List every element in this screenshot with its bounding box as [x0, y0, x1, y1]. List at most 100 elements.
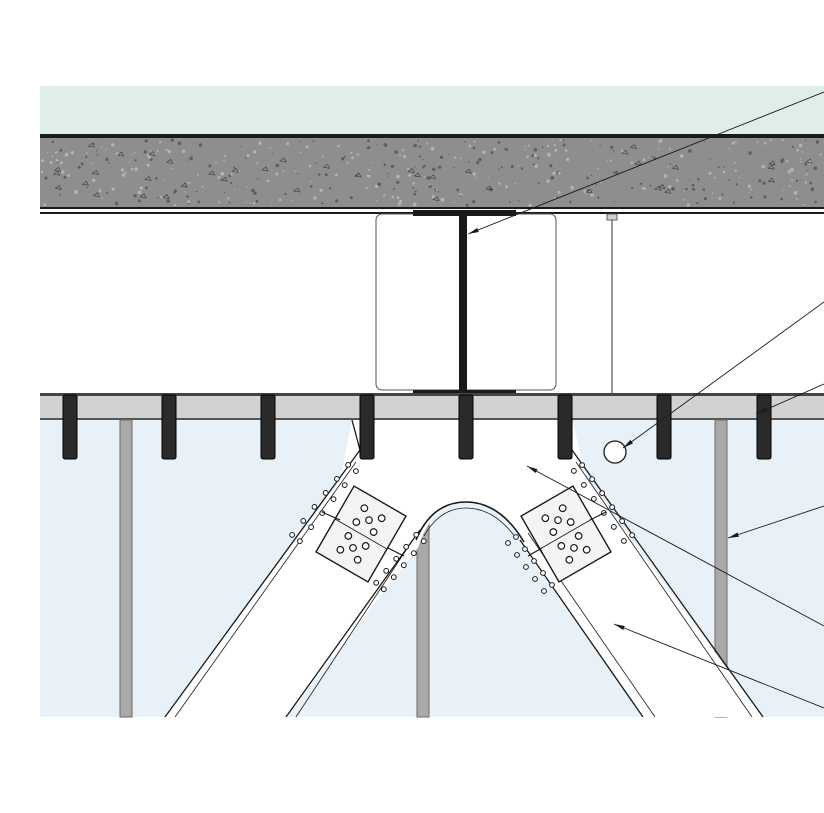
concrete-speck	[804, 181, 807, 184]
concrete-speck	[133, 194, 137, 198]
concrete-speck	[91, 170, 99, 175]
concrete-speck	[70, 151, 75, 155]
concrete-speck	[803, 204, 805, 206]
bolt-circle-icon	[619, 518, 625, 524]
concrete-speck	[160, 195, 163, 199]
concrete-speck	[233, 166, 235, 169]
concrete-speck	[159, 141, 162, 144]
bolt-circle-icon	[369, 528, 378, 536]
concrete-speck	[517, 200, 520, 202]
concrete-speck	[440, 197, 445, 202]
concrete-speck	[399, 199, 403, 203]
concrete-speck	[780, 160, 784, 164]
circle-pendant-icon	[603, 440, 627, 464]
bolt-circle-icon	[341, 482, 348, 489]
concrete-speck	[368, 168, 371, 171]
concrete-speck	[448, 154, 450, 156]
concrete-speck	[252, 202, 256, 205]
concrete-speck	[782, 139, 784, 142]
concrete-aggregate	[40, 138, 822, 208]
concrete-speck	[157, 197, 159, 199]
concrete-speck	[796, 198, 799, 200]
concrete-speck	[696, 201, 699, 205]
bolt-circle-icon	[345, 462, 352, 468]
concrete-speck	[418, 145, 421, 149]
concrete-speck	[173, 203, 177, 207]
concrete-speck	[139, 186, 143, 190]
concrete-speck	[505, 148, 509, 151]
concrete-speck	[356, 153, 359, 156]
concrete-speck	[426, 176, 431, 180]
concrete-speck	[310, 180, 312, 183]
concrete-slab	[40, 134, 824, 214]
concrete-speck	[517, 164, 519, 167]
concrete-speck	[40, 159, 44, 163]
concrete-speck	[228, 201, 231, 204]
bolt-circle-icon	[413, 531, 420, 538]
concrete-speck	[144, 175, 152, 181]
concrete-speck	[63, 175, 67, 179]
concrete-speck	[472, 172, 476, 176]
concrete-speck	[53, 166, 61, 172]
bolt-circle-icon	[373, 579, 380, 586]
concrete-speck	[189, 156, 193, 161]
concrete-speck	[324, 173, 328, 177]
concrete-speck	[805, 173, 808, 176]
concrete-speck	[55, 159, 59, 162]
concrete-speck	[390, 164, 395, 168]
ceiling-hanger	[458, 394, 474, 460]
concrete-speck	[667, 166, 669, 168]
concrete-speck	[233, 189, 236, 191]
ceiling-hanger	[260, 394, 276, 460]
concrete-speck	[671, 187, 675, 191]
concrete-speck	[815, 140, 820, 144]
concrete-speck	[597, 196, 600, 199]
concrete-speck	[383, 163, 387, 167]
concrete-speck	[782, 189, 784, 191]
concrete-speck	[819, 153, 822, 156]
concrete-speck	[230, 181, 233, 185]
concrete-speck	[321, 202, 324, 205]
concrete-speck	[814, 200, 817, 204]
concrete-speck	[180, 182, 188, 188]
concrete-speck	[493, 147, 496, 150]
gusset-tie	[527, 547, 543, 557]
concrete-speck	[671, 164, 679, 170]
concrete-speck	[300, 151, 302, 154]
concrete-speck	[533, 147, 538, 152]
concrete-speck	[198, 143, 203, 147]
concrete-speck	[612, 149, 615, 152]
concrete-speck	[641, 187, 644, 189]
concrete-speck	[702, 188, 705, 191]
concrete-speck	[473, 140, 476, 143]
concrete-speck	[148, 151, 156, 156]
concrete-speck	[413, 143, 418, 148]
concrete-speck	[668, 185, 672, 189]
ceiling-track	[40, 393, 824, 420]
concrete-speck	[220, 171, 225, 176]
concrete-speck	[417, 139, 419, 142]
bolt-circle-icon	[365, 516, 373, 525]
concrete-speck	[286, 142, 290, 146]
concrete-speck	[498, 168, 500, 170]
concrete-speck	[423, 176, 426, 178]
concrete-speck	[711, 192, 714, 194]
concrete-speck	[734, 141, 737, 143]
concrete-speck	[438, 165, 442, 169]
concrete-speck	[428, 184, 432, 188]
concrete-speck	[217, 175, 221, 179]
concrete-speck	[290, 199, 293, 202]
concrete-speck	[609, 159, 612, 162]
concrete-speck	[799, 161, 802, 163]
concrete-speck	[691, 183, 695, 187]
concrete-speck	[162, 194, 170, 200]
bolt-circle-icon	[629, 532, 635, 538]
concrete-speck	[329, 187, 332, 190]
concrete-speck	[137, 190, 142, 195]
concrete-speck	[590, 192, 595, 197]
concrete-speck	[747, 184, 752, 188]
bolt-circle-icon	[523, 564, 529, 570]
concrete-speck	[795, 179, 799, 182]
concrete-speck	[688, 149, 692, 153]
concrete-speck	[467, 161, 470, 163]
